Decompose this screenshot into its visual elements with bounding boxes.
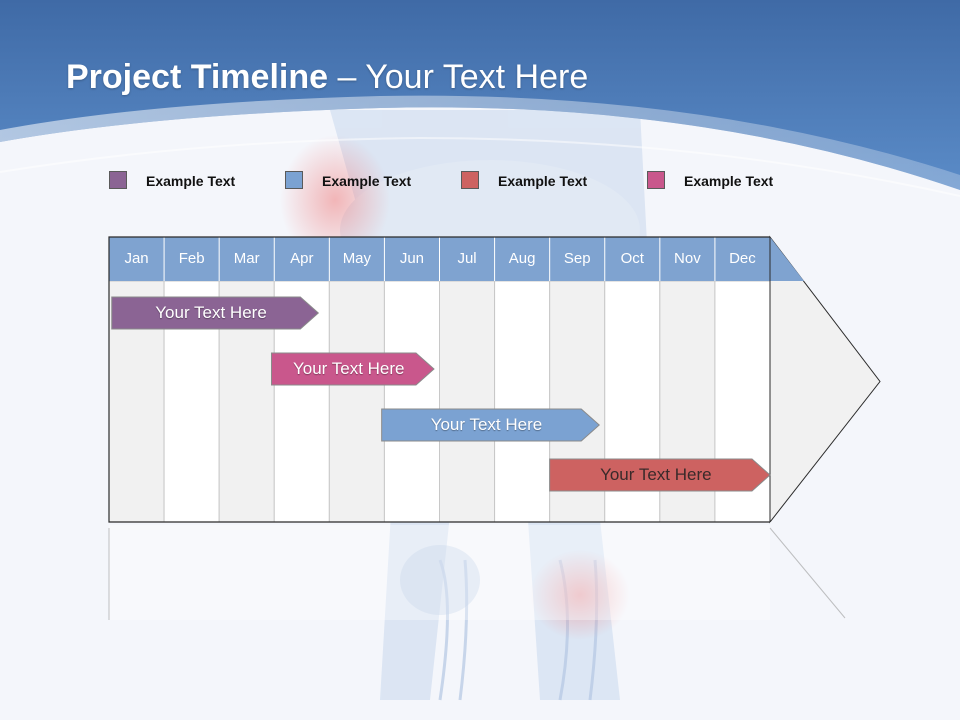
month-label-oct: Oct [620,250,644,267]
month-label-feb: Feb [178,250,205,267]
reflection-edge [769,527,846,619]
month-header-arrow-part [770,237,804,281]
timeline-reflection [109,525,770,620]
month-column [439,280,496,523]
month-label-jan: Jan [124,250,149,267]
title-rest-part: – Your Text Here [328,58,589,96]
legend-label: Example Text [498,173,588,189]
month-column [328,280,385,523]
month-column [494,280,551,523]
month-column [383,280,440,523]
task-label-4: Your Text Here [600,465,712,484]
month-label-aug: Aug [508,250,536,267]
month-label-jun: Jun [399,250,425,267]
month-label-apr: Apr [290,250,314,267]
month-label-mar: Mar [233,250,260,267]
month-label-jul: Jul [457,250,477,267]
month-label-sep: Sep [563,250,591,267]
task-label-1: Your Text Here [155,303,267,322]
month-label-may: May [342,250,372,267]
title-bold-part: Project Timeline [66,58,329,96]
month-label-dec: Dec [729,250,756,267]
timeline-frame [108,236,770,523]
legend-swatch-pink [647,171,665,189]
legend-swatch-blue [285,171,303,189]
task-bar-1 [111,296,320,330]
task-label-2: Your Text Here [292,359,405,378]
legend-label: Example Text [322,173,412,189]
task-bar-4 [549,458,771,492]
task-bar-2 [270,352,435,386]
legend-label: Example Text [684,173,774,189]
page-title: Project Timeline – Your Text Here [66,58,588,97]
header-band [0,0,960,197]
legend-swatch-purple [109,171,127,189]
legend-swatch-red [461,171,479,189]
month-label-nov: Nov [674,250,701,267]
task-bar-3 [381,408,600,442]
legend-label: Example Text [146,173,236,189]
task-label-3: Your Text Here [430,415,543,434]
